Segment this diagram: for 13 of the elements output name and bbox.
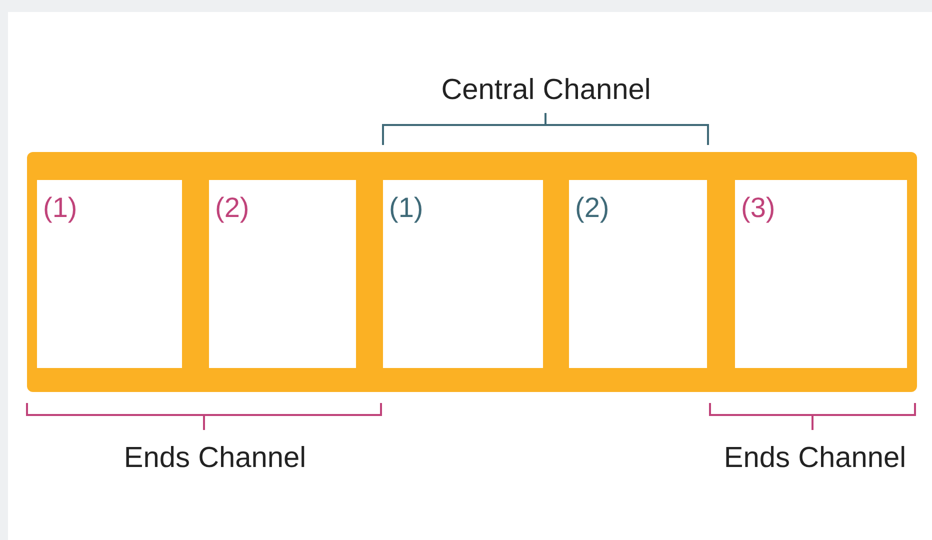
channel-opening xyxy=(209,180,356,368)
cell-number: (2) xyxy=(215,192,250,224)
channel-opening xyxy=(383,180,543,368)
channel-opening xyxy=(735,180,907,368)
channel-label: Central Channel xyxy=(441,74,651,107)
channel-opening xyxy=(37,180,182,368)
cell-number: (1) xyxy=(43,192,78,224)
cell-number: (1) xyxy=(389,192,424,224)
cell-number: (2) xyxy=(575,192,610,224)
channel-opening xyxy=(569,180,707,368)
channel-label: Ends Channel xyxy=(724,442,906,475)
channel-label: Ends Channel xyxy=(124,442,306,475)
cell-number: (3) xyxy=(741,192,776,224)
